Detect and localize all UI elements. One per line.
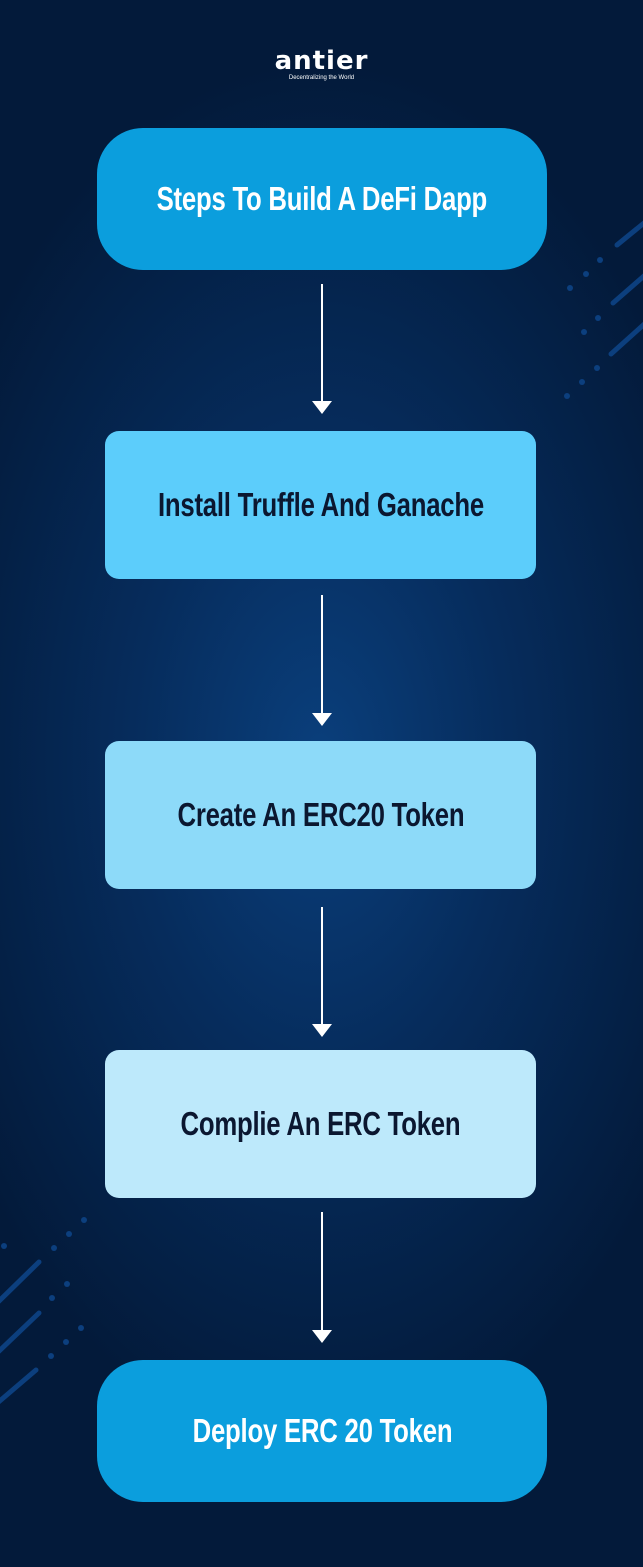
step-label: Install Truffle And Ganache — [157, 486, 484, 523]
arrow-down-icon — [312, 595, 332, 726]
step-label: Steps To Build A DeFi Dapp — [156, 180, 488, 217]
step-1: Install Truffle And Ganache — [105, 431, 536, 579]
arrow-down-icon — [312, 907, 332, 1037]
step-label: Deploy ERC 20 Token — [192, 1412, 452, 1449]
logo-wordmark: antier — [274, 46, 369, 76]
step-4: Deploy ERC 20 Token — [97, 1360, 547, 1502]
step-title: Steps To Build A DeFi Dapp — [97, 128, 547, 270]
step-2: Create An ERC20 Token — [105, 741, 536, 889]
antier-logo: antier Decentralizing the World — [0, 48, 643, 81]
step-label: Complie An ERC Token — [180, 1105, 461, 1142]
logo-tagline: Decentralizing the World — [288, 75, 355, 81]
step-3: Complie An ERC Token — [105, 1050, 536, 1198]
arrow-down-icon — [312, 1212, 332, 1343]
step-label: Create An ERC20 Token — [177, 796, 464, 833]
arrow-down-icon — [312, 284, 332, 414]
